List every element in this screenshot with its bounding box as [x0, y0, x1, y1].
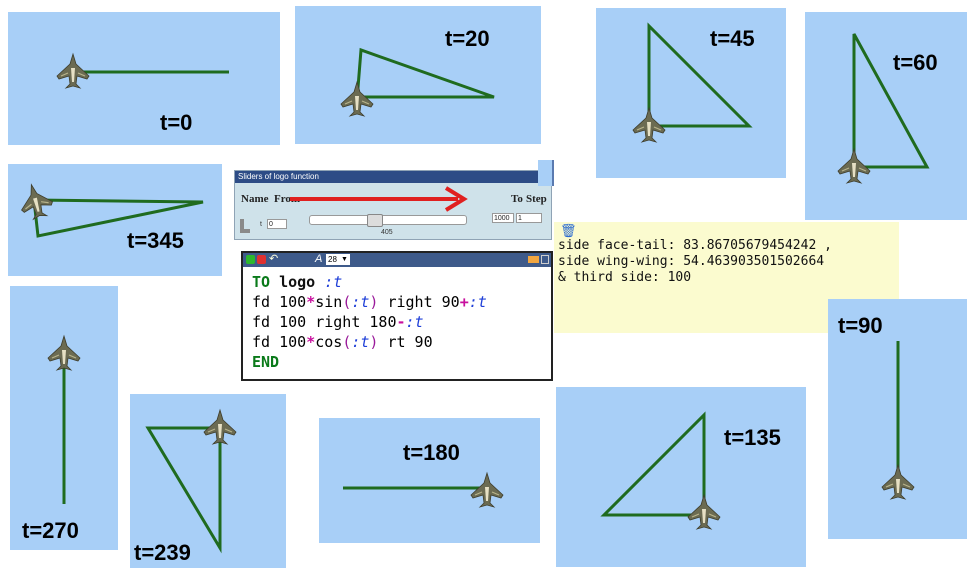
turtle-icon [881, 464, 915, 500]
to-input[interactable]: 1000 [492, 213, 514, 223]
turtle-icon [470, 472, 504, 508]
turtle-panel-t345: t=345 [8, 164, 222, 276]
code-text: sin [315, 293, 343, 311]
font-size-icon: A [315, 253, 323, 265]
window-edge [538, 160, 554, 186]
panel-label: t=0 [160, 110, 193, 135]
step-input[interactable]: 1 [516, 213, 542, 223]
panel-label: t=60 [893, 50, 938, 75]
run-icon[interactable] [246, 255, 255, 264]
turtle-panel-t180: t=180 [319, 418, 540, 543]
paren: ( [342, 333, 352, 351]
editor-toolbar: ↶ A 28 ▼ [243, 253, 551, 267]
turtle-icon [47, 335, 81, 371]
turtle-icon [15, 179, 57, 223]
turtle-panel-t239: t=239 [130, 394, 286, 568]
code-text: fd 100 right 180 [252, 313, 397, 331]
path-triangle [145, 426, 222, 554]
panel-label: t=239 [134, 540, 191, 565]
op: * [306, 293, 316, 311]
paren: ) [369, 333, 379, 351]
font-size-select[interactable]: 28 [326, 254, 350, 265]
turtle-drawing [15, 179, 204, 238]
turtle-panel-t90: t=90 [828, 299, 967, 539]
col-name-header: Name [241, 193, 269, 205]
code-text: right 90 [378, 293, 460, 311]
path-triangle [355, 47, 495, 101]
slider-value: 405 [381, 229, 393, 236]
turtle-drawing [837, 33, 930, 184]
turtle-panel-t20: t=20 [295, 6, 541, 144]
var-t: :t [468, 293, 487, 311]
proc-name: logo [279, 273, 316, 291]
logo-code[interactable]: TO logo :t fd 100*sin(:t) right 90+:t fd… [252, 272, 487, 372]
turtle-drawing [343, 472, 504, 508]
path-triangle [600, 411, 706, 517]
trash-icon[interactable]: 🗑 [560, 223, 577, 238]
turtle-drawing [881, 341, 915, 500]
var-t: :t [405, 313, 424, 331]
from-input[interactable]: 0 [267, 219, 287, 229]
code-editor[interactable]: ↶ A 28 ▼ TO logo :t fd 100*sin(:t) right… [241, 251, 553, 381]
panel-label: t=20 [445, 26, 490, 51]
close-icon[interactable] [541, 255, 549, 264]
var-t: :t [324, 273, 343, 291]
turtle-icon [687, 494, 721, 530]
annotation-arrow [290, 186, 468, 212]
minimize-icon[interactable] [528, 256, 539, 263]
slider-var-name: t [260, 221, 262, 228]
panel-label: t=345 [127, 228, 184, 253]
op: - [396, 313, 406, 331]
kw-to: TO [252, 273, 271, 291]
sliders-title: Sliders of logo function [235, 171, 551, 183]
op: + [459, 293, 469, 311]
turtle-drawing [600, 411, 721, 530]
corner-decoration [240, 219, 250, 233]
turtle-panel-t270: t=270 [10, 286, 118, 550]
output-line: & third side: 100 [558, 270, 692, 285]
turtle-icon [340, 81, 374, 117]
dropdown-caret-icon: ▼ [341, 256, 348, 263]
panel-label: t=270 [22, 518, 79, 543]
col-step-header: Step [526, 193, 547, 205]
turtle-panel-t135: t=135 [556, 387, 806, 567]
panel-label: t=135 [724, 425, 781, 450]
turtle-panel-t45: t=45 [596, 8, 786, 178]
paren: ( [342, 293, 352, 311]
var-t: :t [351, 333, 370, 351]
panel-label: t=90 [838, 313, 883, 338]
turtle-drawing [145, 409, 237, 554]
turtle-drawing [56, 53, 229, 89]
turtle-drawing [632, 22, 753, 143]
path-triangle [647, 22, 753, 128]
turtle-panel-t0: t=0 [8, 12, 280, 145]
panel-label: t=180 [403, 440, 460, 465]
path-triangle [852, 33, 930, 169]
paren: ) [369, 293, 379, 311]
slider-track[interactable] [309, 215, 467, 225]
code-text: fd 100 [252, 293, 307, 311]
code-text: fd 100 [252, 333, 307, 351]
code-text: rt 90 [378, 333, 433, 351]
kw-end: END [252, 353, 280, 371]
slider-thumb[interactable] [366, 214, 383, 227]
output-line: side wing-wing: 54.463903501502664 [558, 254, 825, 269]
var-t: :t [351, 293, 370, 311]
code-text: cos [315, 333, 343, 351]
output-line: side face-tail: 83.86705679454242 , [558, 238, 832, 253]
stop-icon[interactable] [257, 255, 266, 264]
turtle-panel-t60: t=60 [805, 12, 967, 220]
turtle-drawing [47, 335, 81, 504]
col-from-header: From [274, 193, 301, 205]
op: * [306, 333, 316, 351]
col-to-header: To [511, 193, 523, 205]
undo-icon[interactable]: ↶ [269, 253, 279, 265]
sliders-window: Sliders of logo function Name From To St… [234, 170, 552, 240]
panel-label: t=45 [710, 26, 755, 51]
turtle-drawing [340, 47, 495, 117]
